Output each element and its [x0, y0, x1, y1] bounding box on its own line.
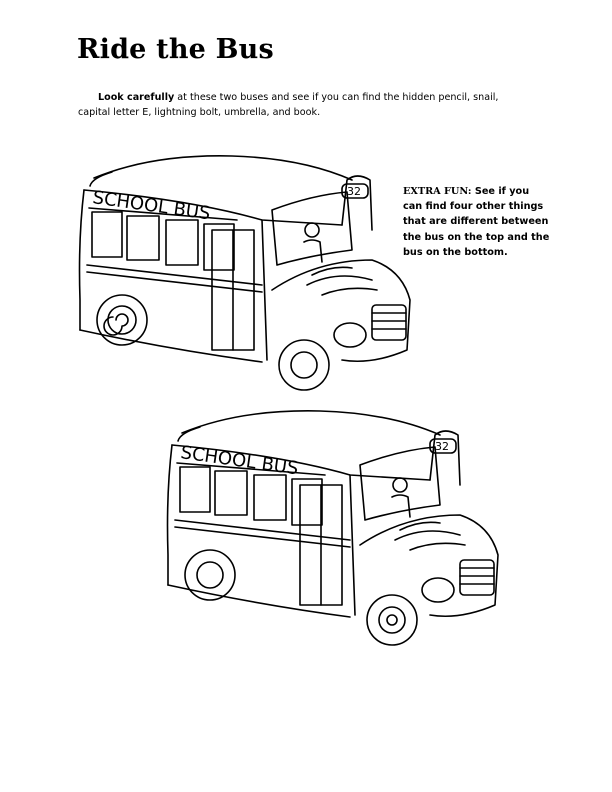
- school-bus-bottom-illustration: SCHOOL BUS 32: [166, 410, 499, 646]
- school-bus-top-illustration: SCHOOL BUS 32: [78, 155, 411, 391]
- instructions-lead: Look carefully: [98, 92, 175, 103]
- instructions-text: at these two buses and see if you can fi…: [78, 92, 499, 118]
- instructions-paragraph: Look carefully at these two buses and se…: [78, 90, 518, 120]
- extra-fun-paragraph: EXTRA FUN: See if you can find four othe…: [403, 184, 551, 260]
- bus-bottom-sign: SCHOOL BUS: [179, 442, 299, 479]
- page-title: Ride the Bus: [77, 34, 274, 65]
- extra-fun-lead: EXTRA FUN:: [403, 186, 472, 197]
- bus-top-number: 32: [347, 185, 361, 198]
- extra-fun-text: See if you can find four other things th…: [403, 186, 550, 258]
- bus-top-sign: SCHOOL BUS: [91, 187, 211, 224]
- bus-bottom-number: 32: [435, 440, 449, 453]
